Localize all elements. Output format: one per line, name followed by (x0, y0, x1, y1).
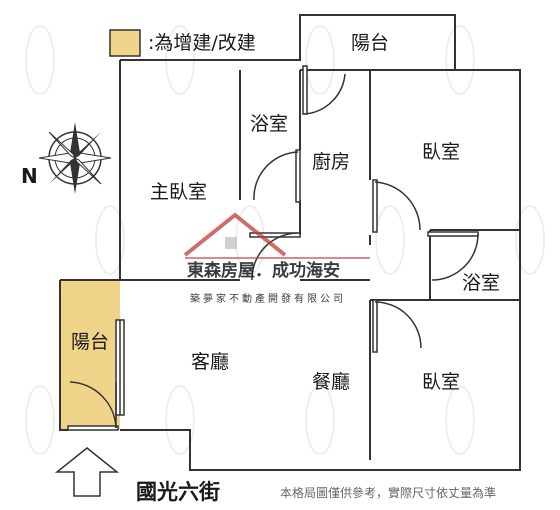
room-balcony-top: 陽台 (351, 32, 389, 54)
compass-rose-icon (38, 122, 112, 194)
legend-swatch (109, 29, 141, 57)
door-kitchen-balcony (302, 65, 346, 115)
door-bedroom-ne (372, 179, 421, 233)
door-entrance (67, 381, 119, 431)
logo-subtitle: 築夢家不動產開發有限公司 (190, 292, 346, 305)
compass-north-label: N (21, 164, 38, 188)
legend-text: :為增建/改建 (148, 32, 256, 54)
room-bath-right: 浴室 (462, 272, 500, 294)
door-bedroom-se (372, 299, 422, 353)
room-dining: 餐廳 (312, 371, 350, 393)
door-balcony-window (115, 319, 125, 416)
outer-wall (120, 14, 521, 471)
addition-balcony-area (60, 280, 120, 430)
logo-company-name: 東森房屋．成功海安 (187, 260, 340, 281)
room-kitchen: 廚房 (312, 150, 350, 173)
door-bath-right (427, 231, 479, 281)
house-roof-icon (183, 212, 287, 257)
room-master-bedroom: 主臥室 (150, 181, 207, 203)
room-living: 客廳 (191, 351, 229, 373)
walls (59, 14, 521, 471)
room-bedroom-ne: 臥室 (422, 141, 460, 163)
entrance-arrow-icon (54, 447, 120, 497)
watermark-pattern (25, 25, 545, 455)
room-bedroom-se: 臥室 (422, 371, 460, 393)
door-master (249, 232, 301, 281)
doors (67, 65, 479, 431)
street-name: 國光六街 (136, 480, 220, 504)
disclaimer-note: 本格局圖僅供參考，實際尺寸依丈量為準 (280, 485, 496, 500)
room-bath-top: 浴室 (250, 113, 288, 135)
company-logo-watermark: 東森房屋．成功海安 築夢家不動產開發有限公司 (183, 212, 370, 305)
balcony-west-wall (59, 280, 68, 431)
door-bath-top (253, 149, 301, 203)
room-balcony-left: 陽台 (71, 331, 109, 353)
